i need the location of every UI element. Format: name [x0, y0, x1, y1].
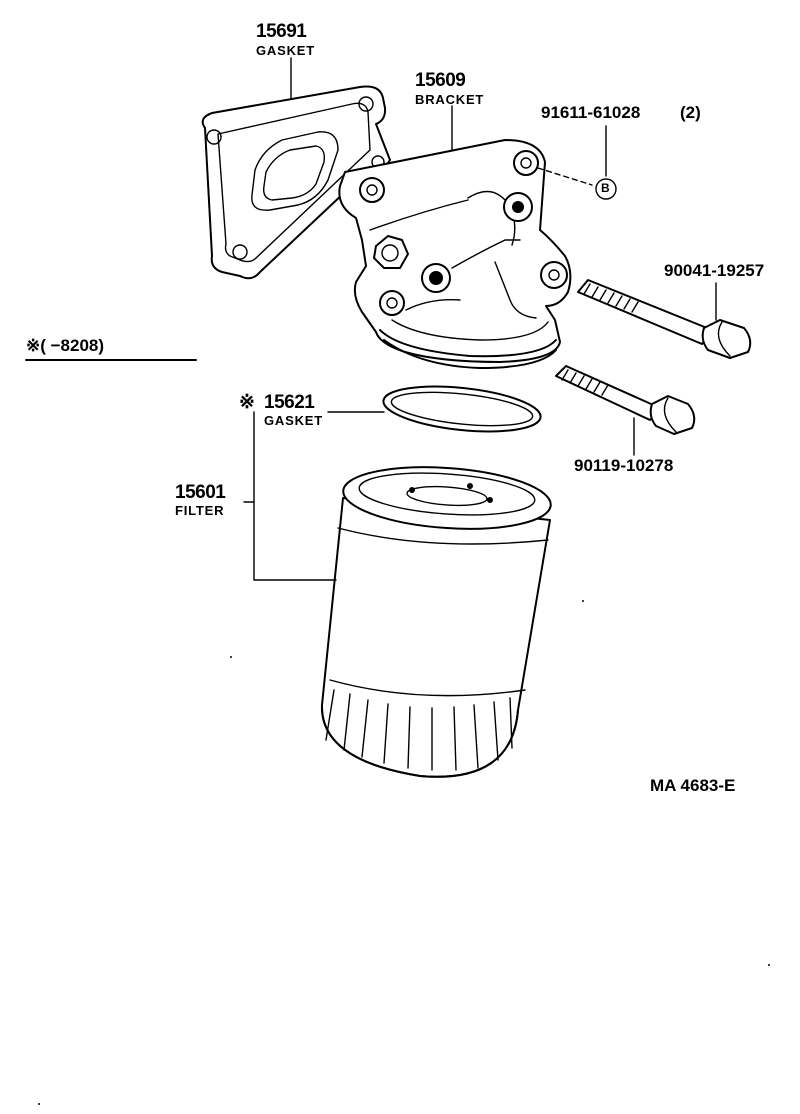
gasket-15621-mark: ※: [239, 392, 255, 413]
gasket-15691-name: GASKET: [256, 43, 315, 58]
stud-bolt-qty: (2): [680, 103, 701, 122]
leader-lines: [25, 57, 717, 581]
gasket-15691-number: 15691: [256, 21, 307, 42]
filter-15601-drawing: [320, 466, 552, 778]
gasket-15621-name: GASKET: [264, 413, 323, 428]
applicability-note: ※( −8208): [26, 336, 105, 355]
filter-15601-number: 15601: [175, 482, 226, 503]
ref-mark-b-label: B: [601, 181, 610, 195]
gasket-15691-drawing: [201, 85, 391, 280]
bolt-90041-19257-drawing: [577, 279, 752, 359]
bolt-90119-10278-number: 90119-10278: [574, 456, 674, 475]
gasket-15621-number: 15621: [264, 392, 315, 413]
filter-15601-name: FILTER: [175, 503, 225, 518]
bracket-15609-name: BRACKET: [415, 92, 485, 107]
bolt-90041-19257-number: 90041-19257: [664, 261, 765, 280]
bracket-15609-number: 15609: [415, 70, 466, 91]
bracket-15609-drawing: [338, 139, 572, 369]
gasket-15621-drawing: [382, 385, 542, 433]
diagram-code: MA 4683-E: [650, 776, 736, 795]
bolt-90119-10278-drawing: [555, 365, 696, 435]
ref-mark-b-circle: [595, 178, 617, 200]
stud-bolt-number: 91611-61028: [541, 103, 641, 122]
